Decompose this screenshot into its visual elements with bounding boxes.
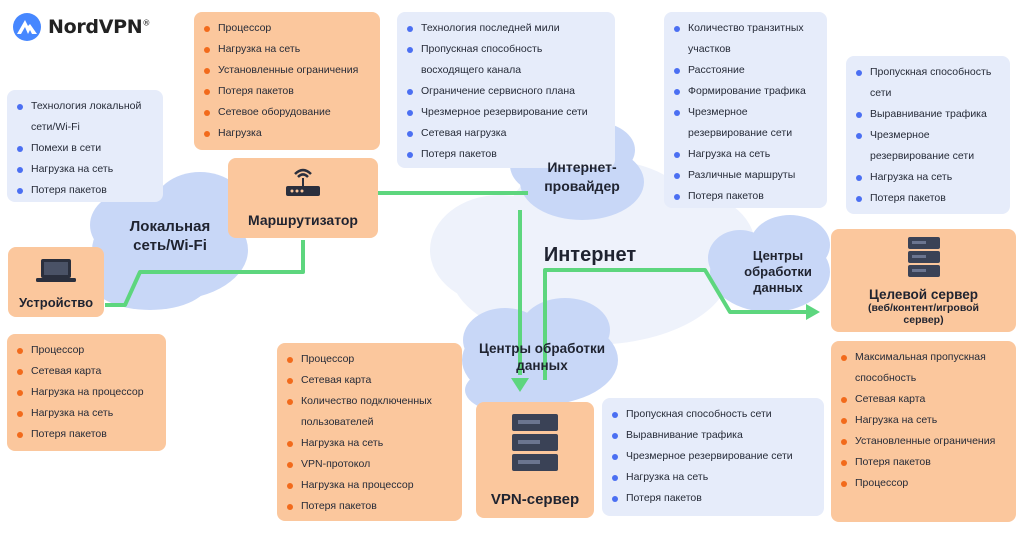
list-item: Ограничение сервисного плана (405, 81, 607, 102)
list-item: Нагрузка на сеть (15, 403, 158, 424)
data-center-right-cloud (708, 215, 830, 312)
list-item: Пропускная способность сети (610, 404, 816, 425)
arrow-right (806, 304, 820, 320)
list-item: Пропускная способность восходящего канал… (405, 39, 607, 81)
list-item: Чрезмерное резервирование сети (610, 446, 816, 467)
list-item: Потеря пакетов (405, 144, 607, 165)
list-item: Выравнивание трафика (610, 425, 816, 446)
list-item: Потеря пакетов (854, 188, 1002, 209)
device-node: Устройство (8, 247, 104, 317)
laptop-icon (36, 259, 76, 282)
nordvpn-logo: NordVPN® (12, 12, 150, 42)
vpn-server-node: VPN-сервер (476, 402, 594, 518)
list-item: Количество подключенных пользователей (285, 391, 454, 433)
data-center-right-label: Центры обработки данных (744, 248, 812, 295)
list-item: Потеря пакетов (15, 180, 155, 201)
list-item: Формирование трафика (672, 81, 819, 102)
list-item: Технология локальной сети/Wi-Fi (15, 96, 155, 138)
list-item: Нагрузка на сеть (285, 433, 454, 454)
list-item: Чрезмерное резервирование сети (405, 102, 607, 123)
list-item: Нагрузка на процессор (15, 382, 158, 403)
local-network-cloud (90, 172, 248, 310)
list-item: Установленные ограничения (202, 60, 372, 81)
arrow-down (511, 378, 529, 392)
list-item: Сетевая карта (285, 370, 454, 391)
brand-name: NordVPN® (48, 16, 151, 38)
list-item: Нагрузка на сеть (672, 144, 819, 165)
router-label: Маршрутизатор (248, 212, 358, 228)
list-item: Процессор (839, 473, 1008, 494)
device-label: Устройство (18, 295, 94, 310)
list-item: Выравнивание трафика (854, 104, 1002, 125)
list-item: Нагрузка на процессор (285, 475, 454, 496)
isp-cloud-label: Интернет-провайдер (544, 159, 620, 194)
list-item: Помехи в сети (15, 138, 155, 159)
data-center-bottom-label: Центры обработки данных (478, 341, 606, 373)
connection-path (105, 191, 808, 380)
list-item: Потеря пакетов (610, 488, 816, 509)
list-item: Процессор (15, 340, 158, 361)
list-item: Пропускная способность сети (854, 62, 1002, 104)
target-server-title: Целевой сервер (869, 287, 978, 302)
target-server-subtitle: (веб/контент/игровой сервер) (867, 302, 979, 326)
list-item: Нагрузка на сеть (610, 467, 816, 488)
vpn-server-icon (512, 414, 558, 471)
list-item: Чрезмерное резервирование сети (854, 125, 1002, 167)
list-item: Процессор (202, 18, 372, 39)
list-item: Нагрузка на сеть (839, 410, 1008, 431)
list-item: Потеря пакетов (839, 452, 1008, 473)
list-item: Сетевая карта (15, 361, 158, 382)
router-icon (286, 168, 320, 196)
list-item: Расстояние (672, 60, 819, 81)
target-server-node: Целевой сервер (веб/контент/игровой серв… (831, 229, 1016, 332)
list-item: Потеря пакетов (202, 81, 372, 102)
list-item: Установленные ограничения (839, 431, 1008, 452)
list-item: Сетевое оборудование (202, 102, 372, 123)
list-item: Максимальная пропускная способность (839, 347, 1008, 389)
list-item: Сетевая карта (839, 389, 1008, 410)
list-item: Потеря пакетов (15, 424, 158, 445)
list-item: Сетевая нагрузка (405, 123, 607, 144)
vpn-server-label: VPN-сервер (490, 491, 580, 508)
internet-label: Интернет (543, 244, 637, 266)
list-item: Потеря пакетов (285, 496, 454, 517)
list-item: Нагрузка на сеть (202, 39, 372, 60)
list-item: Количество транзитных участков (672, 18, 819, 60)
list-item: Нагрузка на сеть (854, 167, 1002, 188)
list-item: VPN-протокол (285, 454, 454, 475)
list-item: Потеря пакетов (672, 186, 819, 207)
list-item: Нагрузка (202, 123, 372, 144)
list-item: Процессор (285, 349, 454, 370)
list-item: Нагрузка на сеть (15, 159, 155, 180)
local-network-cloud-label: Локальная сеть/Wi-Fi (129, 218, 211, 254)
list-item: Чрезмерное резервирование сети (672, 102, 819, 144)
list-item: Технология последней мили (405, 18, 607, 39)
list-item: Различные маршруты (672, 165, 819, 186)
router-node: Маршрутизатор (228, 158, 378, 238)
target-server-icon (907, 237, 940, 277)
nordvpn-mountain-icon (13, 13, 41, 41)
